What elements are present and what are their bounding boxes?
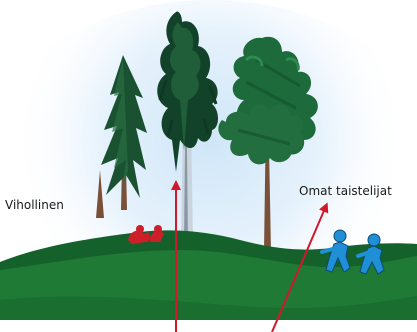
soldier-icon: [136, 225, 144, 233]
soldier-icon: [154, 225, 162, 233]
enemy-label: Vihollinen: [5, 198, 64, 212]
bottom-strip: [0, 320, 417, 332]
own-troops-label: Omat taistelijat: [299, 184, 392, 198]
